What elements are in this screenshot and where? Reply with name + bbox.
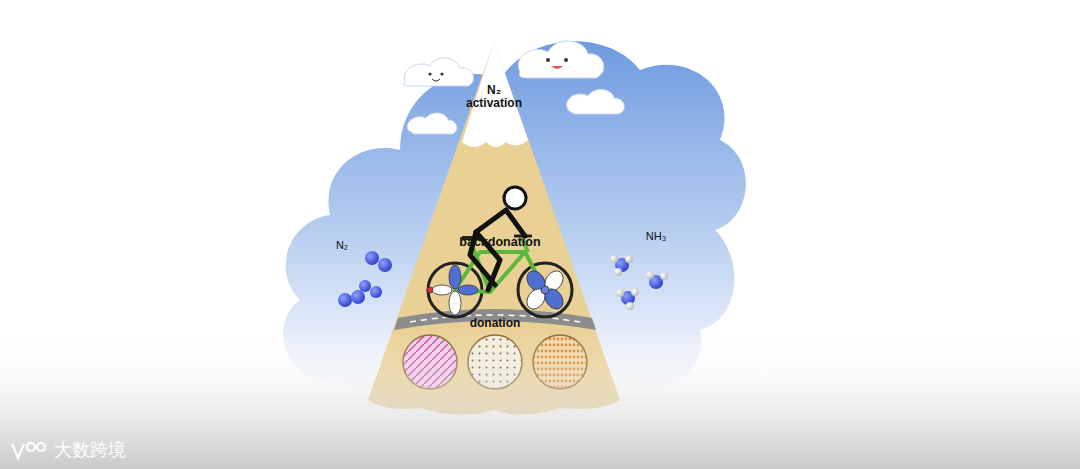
bicycle [428,236,572,317]
process-label: backdonation [459,236,540,250]
peak-label: N₂ activation [459,84,529,110]
orbital [427,265,567,315]
molecule-label: NH₃ [646,230,666,242]
road [394,309,596,330]
watermark-logo [12,443,45,458]
nh3-molecule [610,255,668,310]
process-label: donation [470,317,521,330]
n2-molecule [338,251,392,307]
molecule-label: N₂ [336,239,348,251]
watermark: 大数跨境 [54,441,126,461]
floor-shade [0,330,1080,469]
